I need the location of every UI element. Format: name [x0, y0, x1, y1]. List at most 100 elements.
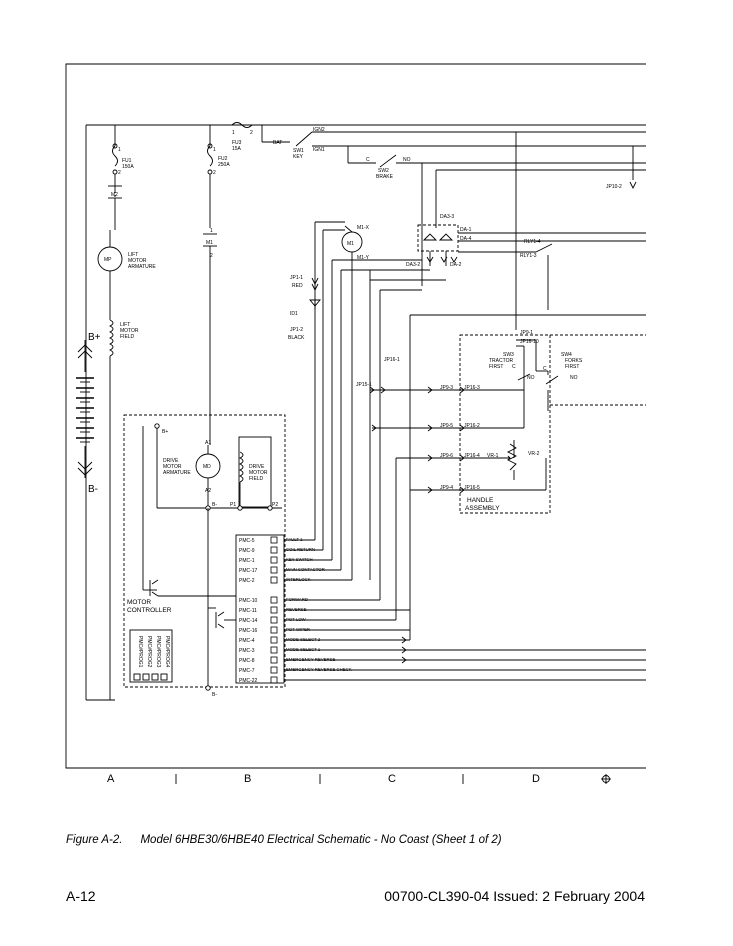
lift-field-line1: LIFT — [120, 322, 130, 328]
pmc-pin-function: FAULT 1 — [286, 537, 303, 542]
jp16-10: JP16-10 — [520, 339, 539, 345]
da-4: DA-4 — [460, 236, 472, 242]
da3-3: DA3-3 — [440, 214, 454, 220]
fu3-label: FU3 — [232, 140, 242, 146]
pmc-pin-id: PMC-3 — [239, 648, 255, 654]
drive-armature-1: DRIVE — [163, 458, 179, 464]
zone-b: B — [244, 773, 251, 785]
handle-label-2: ASSEMBLY — [465, 505, 500, 512]
sw3-line2: TRACTOR — [489, 358, 513, 364]
fu2-rating: 250A — [218, 162, 230, 168]
fu1-rating: 150A — [122, 164, 134, 170]
pmc-pin-id: PMC-16 — [239, 628, 258, 634]
drive-field-3: FIELD — [249, 476, 264, 482]
sw1-label: SW1 — [293, 148, 304, 154]
brake-no: NO — [403, 157, 411, 163]
dip-label-3: PMC#PROG3 — [155, 636, 161, 668]
zone-c: C — [388, 773, 396, 785]
pmc-terminal — [270, 556, 278, 564]
sw4-line3: FIRST — [565, 364, 579, 370]
pmc-pin-function: POT LOW — [286, 617, 307, 622]
handle-pin-right-3: JP16-4 — [464, 453, 480, 459]
sw4-label: SW4 — [561, 352, 572, 358]
jp1-1-color: RED — [292, 283, 303, 289]
jp1-1-label: JP1-1 — [290, 275, 303, 281]
pmc-terminal — [270, 596, 278, 604]
handle-pin-left-1: JP9-3 — [440, 385, 453, 391]
registration-mark-icon — [601, 774, 611, 784]
pmc-pin-row: PMC-17 MAIN CONTACTOR — [239, 566, 325, 574]
jp15-1: JP15-1 — [356, 382, 372, 388]
controller-bplus: B+ — [162, 429, 168, 435]
fu2-label: FU2 — [218, 156, 228, 162]
pmc-pin-function: FORWARD — [286, 597, 308, 602]
pmc-terminal — [270, 636, 278, 644]
pmc-pin-id: PMC-22 — [239, 678, 258, 684]
drive-a2: A2 — [205, 488, 211, 494]
fu1-label: FU1 — [122, 158, 132, 164]
drive-field-2: MOTOR — [249, 470, 268, 476]
sw4-c: C — [543, 366, 547, 372]
pmc-pin-id: PMC-2 — [239, 578, 255, 584]
rly1-3: RLY1-3 — [520, 253, 537, 259]
dip-label-1: PMC#PROG1 — [137, 636, 143, 668]
pmc-pin-function: MAIN CONTACTOR — [286, 567, 325, 572]
jp1-2-label: JP1-2 — [290, 327, 303, 333]
drive-motor-field — [238, 451, 244, 483]
handle-pin-right-1: JP16-3 — [464, 385, 480, 391]
pmc-terminal — [270, 606, 278, 614]
sw2-label: SW2 — [378, 168, 389, 174]
m1-coil-symbol: M1 — [347, 241, 354, 247]
lift-motor-field — [108, 319, 114, 357]
drive-a1: A1 — [205, 440, 211, 446]
pmc-pin-row: PMC-10 FORWARD — [239, 596, 308, 604]
vr-1: VR-1 — [487, 453, 499, 459]
pmc-pin-id: PMC-14 — [239, 618, 258, 624]
jp10-2: JP10-2 — [606, 184, 622, 190]
pmc-terminal — [270, 566, 278, 574]
da-1: DA-1 — [460, 227, 472, 233]
page-number: A-12 — [66, 888, 96, 904]
pmc-pin-row: PMC-14 POT LOW — [239, 616, 307, 624]
fuse-fu1 — [112, 145, 118, 167]
pmc-pin-function: KEY SWITCH — [286, 557, 313, 562]
fu2-pin-2: 2 — [213, 170, 216, 176]
fuse-fu3 — [231, 122, 253, 128]
pmc-pin-id: PMC-7 — [239, 668, 255, 674]
da3-2: DA3-2 — [406, 262, 420, 268]
sw3-c: C — [512, 364, 516, 370]
lift-armature-line2: MOTOR — [128, 258, 147, 264]
vr-2: VR-2 — [528, 451, 540, 457]
drive-motor-symbol: MD — [203, 464, 211, 470]
sw1-key: KEY — [293, 154, 304, 160]
pmc-pin-id: PMC-9 — [239, 548, 255, 554]
pmc-pin-id: PMC-10 — [239, 598, 258, 604]
handle-pin-right-4: JP16-5 — [464, 485, 480, 491]
fu2-pin-1: 1 — [213, 147, 216, 153]
pmc-terminal — [270, 546, 278, 554]
pmc-pin-id: PMC-17 — [239, 568, 258, 574]
pmc-pin-id: PMC-11 — [239, 608, 257, 614]
handle-pin-left-2: JP9-5 — [440, 423, 453, 429]
potentiometer-vr — [506, 443, 518, 471]
m1-pin-2: 2 — [210, 253, 213, 259]
pmc-pin-function: EMERGENCY REVERSE — [286, 657, 335, 662]
rly1-4: RLY1-4 — [524, 239, 541, 245]
zone-d: D — [532, 773, 540, 785]
pmc-pin-function: POT WIPER — [286, 627, 310, 632]
pmc-connector-wires — [284, 539, 646, 681]
pmc-pin-function: INTERLOCK — [286, 577, 311, 582]
pmc-pin-id: PMC-8 — [239, 658, 255, 664]
lift-field-line3: FIELD — [120, 334, 135, 340]
controller-title-2: CONTROLLER — [127, 607, 172, 614]
fu3-pin-1: 1 — [232, 130, 235, 136]
pmc-terminal — [270, 576, 278, 584]
dip-label-2: PMC#PROG2 — [146, 636, 152, 668]
pmc-terminal — [270, 666, 278, 674]
jp16-1: JP16-1 — [384, 357, 400, 363]
